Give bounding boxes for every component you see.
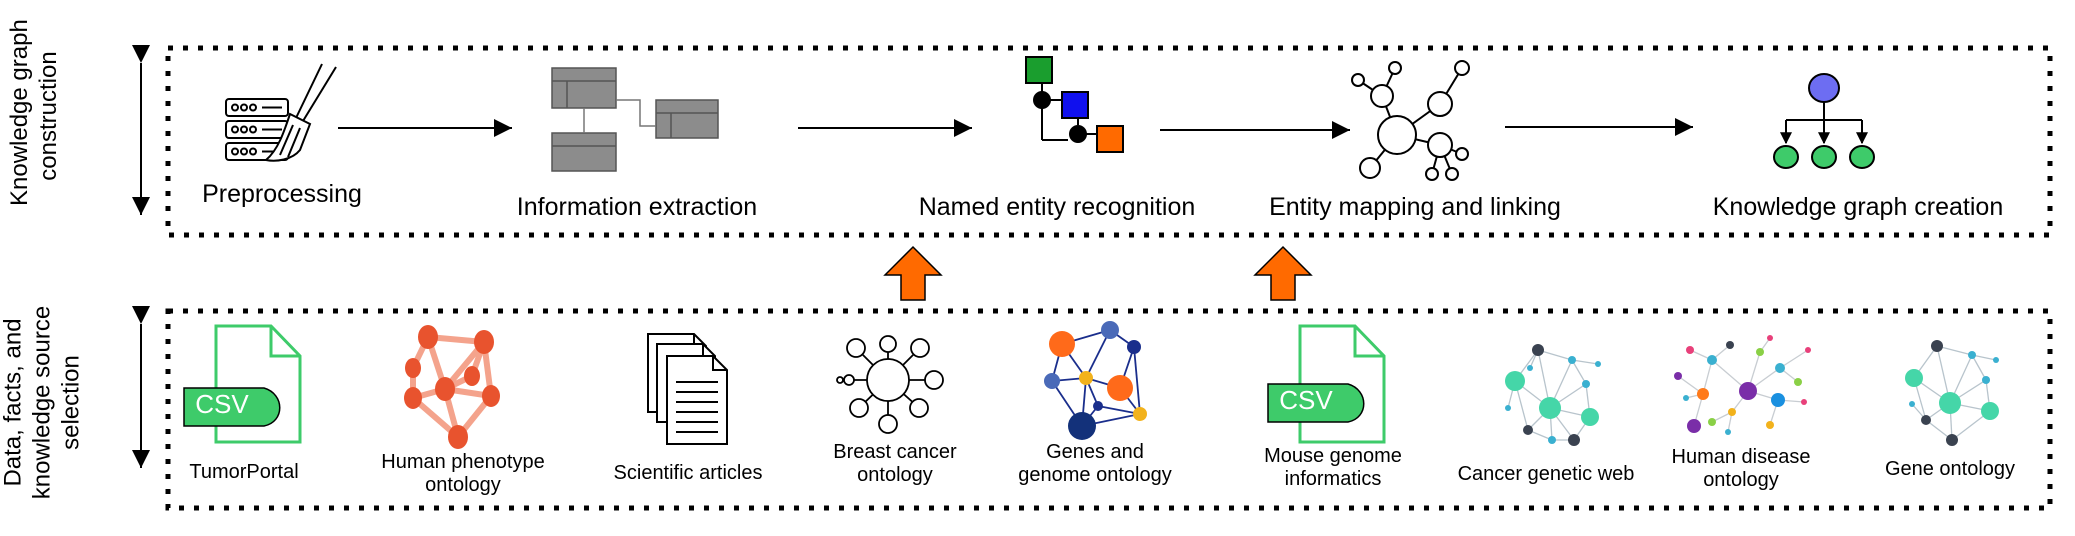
step-label-entity-mapping: Entity mapping and linking [1269,193,1561,221]
source-label-line: TumorPortal [189,461,299,483]
source-label-line: Human disease [1671,446,1811,468]
multicolor-network-icon [1674,335,1811,435]
side-label-line: construction [34,51,62,181]
broom-server-icon [225,63,337,162]
network-icon [1351,60,1470,181]
step-label-knowledge-graph-creation: Knowledge graph creation [1712,193,2004,221]
source-label-line: Cancer genetic web [1457,463,1635,485]
entity-boxes-icon [1025,56,1124,153]
selection-side-label: Data, facts, and knowledge source select… [0,293,87,513]
side-label-line: selection [57,355,85,450]
side-label-line: knowledge source [28,305,56,500]
source-label-line: Mouse genome [1264,445,1402,467]
documents-icon [647,333,728,445]
side-label-line: Data, facts, and [0,318,27,487]
csv-file-icon [1267,324,1386,444]
source-label-line: Genes and [1046,441,1144,463]
step-label-information-extraction: Information extraction [516,193,758,221]
source-label-line: ontology [857,464,933,486]
source-label-line: genome ontology [1018,464,1172,486]
web-network-icon [1905,340,1999,446]
source-label-line: Human phenotype [381,451,545,473]
csv-file-icon [183,324,302,444]
hierarchy-icon [1773,73,1875,169]
side-label-line: Knowledge graph [6,19,33,206]
source-label-line: Gene ontology [1884,458,2016,480]
input-arrow-2 [1253,245,1313,301]
source-label-gene-ontology: Gene ontology [1885,458,2015,481]
source-label-line: ontology [1703,469,1779,491]
source-label-human-disease: Human disease ontology [1672,446,1811,492]
star-network-icon [836,335,944,434]
csv-label: CSV [1279,385,1333,415]
source-label-line: Breast cancer [833,441,957,463]
source-label-line: informatics [1284,468,1382,490]
database-table-icon [551,67,719,172]
source-label-tumorportal: TumorPortal [189,461,298,484]
source-label-breast-cancer: Breast cancer ontology [833,441,956,487]
source-label-line: ontology [425,474,501,496]
colored-network-icon [1044,321,1147,440]
source-label-genes-genome: Genes and genome ontology [1018,441,1171,487]
source-label-mouse-genome: Mouse genome informatics [1264,445,1402,491]
step-label-preprocessing: Preprocessing [202,180,362,208]
source-label-human-phenotype: Human phenotype ontology [381,451,544,497]
csv-label: CSV [195,389,249,419]
step-label-named-entity-recognition: Named entity recognition [918,193,1196,221]
source-label-cancer-genetic-web: Cancer genetic web [1458,463,1635,486]
construction-side-label: Knowledge graph construction [6,19,64,206]
selection-frame [165,308,2053,511]
input-arrow-1 [883,245,943,301]
web-network-icon [1505,344,1601,446]
source-label-scientific-articles: Scientific articles [614,462,763,485]
graph-icon [404,325,500,449]
source-label-line: Scientific articles [613,462,763,484]
